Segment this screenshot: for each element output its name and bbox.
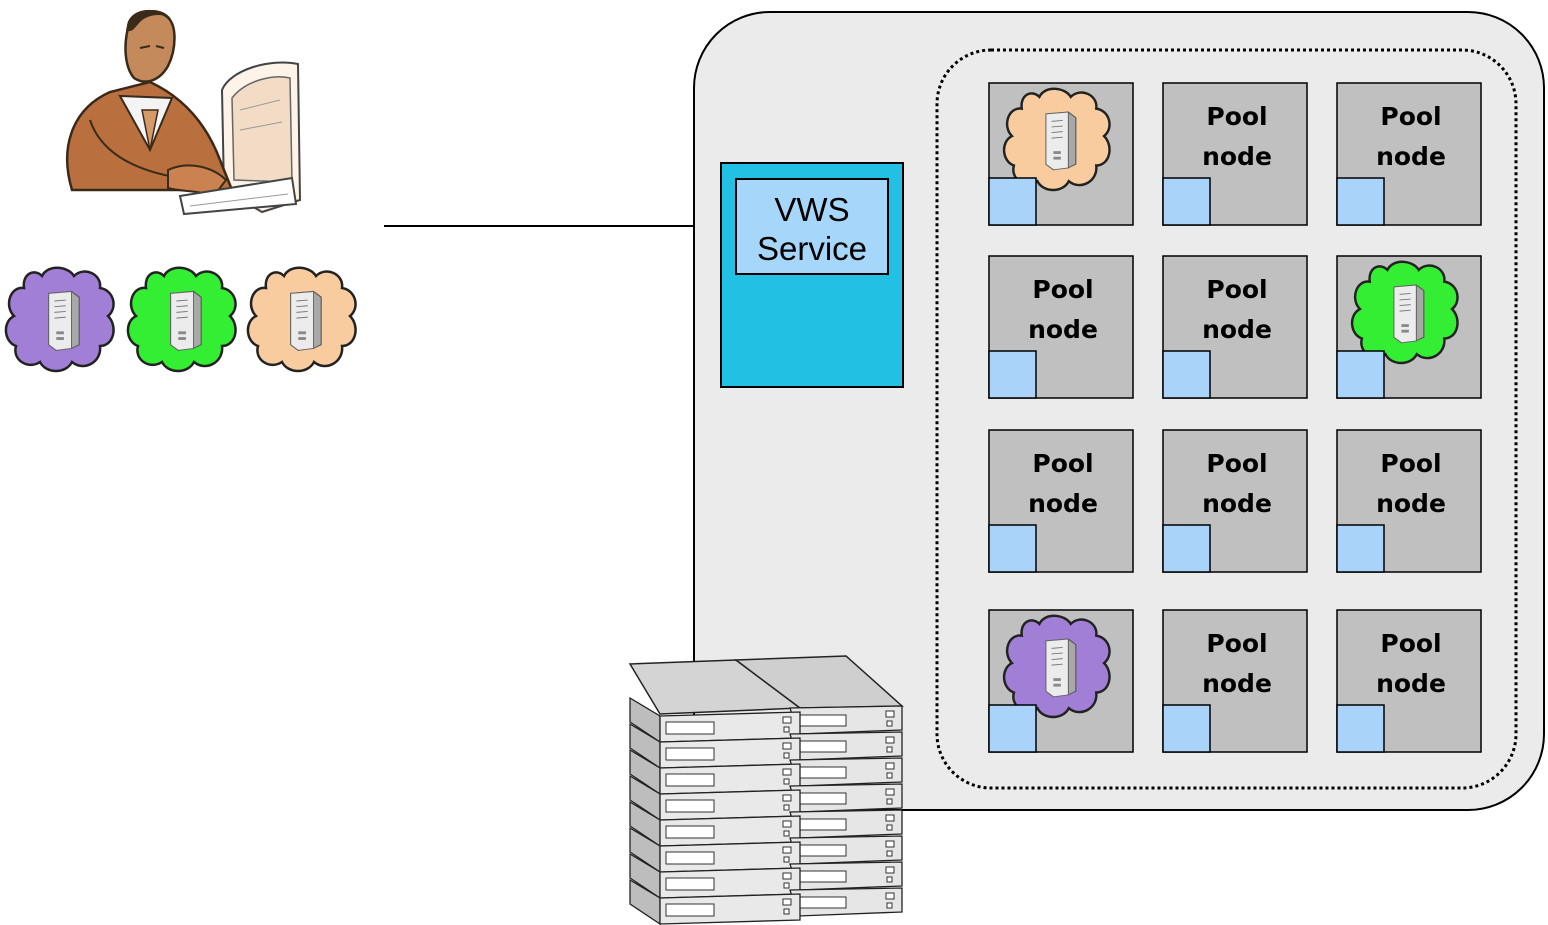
pool-node-label: node — [1376, 669, 1446, 698]
pool-node-label: Pool — [1032, 449, 1093, 478]
rack-unit — [789, 835, 903, 865]
pool-node-label: node — [1028, 315, 1098, 344]
pool-node: Pool node — [1162, 429, 1308, 573]
pool-node — [1336, 255, 1482, 399]
pool-node-badge — [1336, 704, 1385, 753]
pool-node-badge — [1336, 350, 1385, 399]
rack-unit — [789, 861, 903, 891]
pool-node: Pool node — [1336, 429, 1482, 573]
pool-node-label: Pool — [1380, 629, 1441, 658]
person-at-computer-icon — [66, 9, 302, 216]
pool-node — [988, 609, 1134, 753]
pool-node-label: node — [1202, 315, 1272, 344]
rack-unit — [629, 722, 801, 770]
pool-node-label: Pool — [1206, 275, 1267, 304]
rack-unit — [789, 731, 903, 761]
pool-node-label: node — [1202, 142, 1272, 171]
vws-service-box: VWS Service — [720, 162, 904, 388]
pool-node-label: Pool — [1032, 275, 1093, 304]
resource-pool-boundary — [935, 48, 1518, 790]
pool-node-badge — [988, 524, 1037, 573]
pool-node-badge — [1162, 524, 1211, 573]
pool-node-badge — [988, 177, 1037, 226]
pool-node-badge — [1336, 177, 1385, 226]
pool-node-box — [1162, 609, 1308, 753]
pool-node-label: Pool — [1206, 629, 1267, 658]
server-rack-icon — [628, 655, 904, 925]
rack-unit — [629, 748, 801, 796]
cluster-container — [693, 11, 1545, 811]
pool-node — [988, 82, 1134, 226]
pool-node-badge — [1162, 350, 1211, 399]
pool-node: Pool node — [1336, 82, 1482, 226]
user-vm-peach-icon — [246, 266, 357, 373]
pool-node: Pool node — [988, 429, 1134, 573]
pool-node-label: node — [1028, 489, 1098, 518]
pool-node-label: node — [1376, 489, 1446, 518]
pool-node-label: Pool — [1206, 449, 1267, 478]
vws-service-label-line2: Service — [757, 230, 867, 267]
rack-unit — [629, 800, 801, 848]
pool-node-badge — [988, 350, 1037, 399]
pool-node-badge — [1162, 177, 1211, 226]
pool-node-badge — [1336, 524, 1385, 573]
rack-unit — [789, 783, 903, 813]
rack-unit — [789, 757, 903, 787]
pool-node-badge — [988, 704, 1037, 753]
pool-node-label: Pool — [1206, 102, 1267, 131]
user-vm-green-icon — [126, 266, 237, 373]
pool-node: Pool node — [988, 255, 1134, 399]
rack-unit — [789, 809, 903, 839]
pool-node: Pool node — [1162, 609, 1308, 753]
rack-unit — [629, 852, 801, 900]
pool-node-label: node — [1202, 669, 1272, 698]
rack-unit — [789, 705, 903, 735]
rack-unit — [789, 887, 903, 917]
pool-node-label: node — [1202, 489, 1272, 518]
vws-service-label-line1: VWS — [774, 191, 849, 228]
pool-node: Pool node — [1336, 609, 1482, 753]
pool-node-label: Pool — [1380, 449, 1441, 478]
pool-node-badge — [1162, 704, 1211, 753]
pool-node-label: Pool — [1380, 102, 1441, 131]
pool-node-grid: PoolnodePoolnodePoolnodePoolnodePoolnode… — [988, 82, 1482, 753]
pool-node: Pool node — [1162, 255, 1308, 399]
rack-unit — [629, 878, 801, 925]
user-vm-purple-icon — [4, 266, 115, 373]
pool-node: Pool node — [1162, 82, 1308, 226]
pool-node-label: node — [1376, 142, 1446, 171]
